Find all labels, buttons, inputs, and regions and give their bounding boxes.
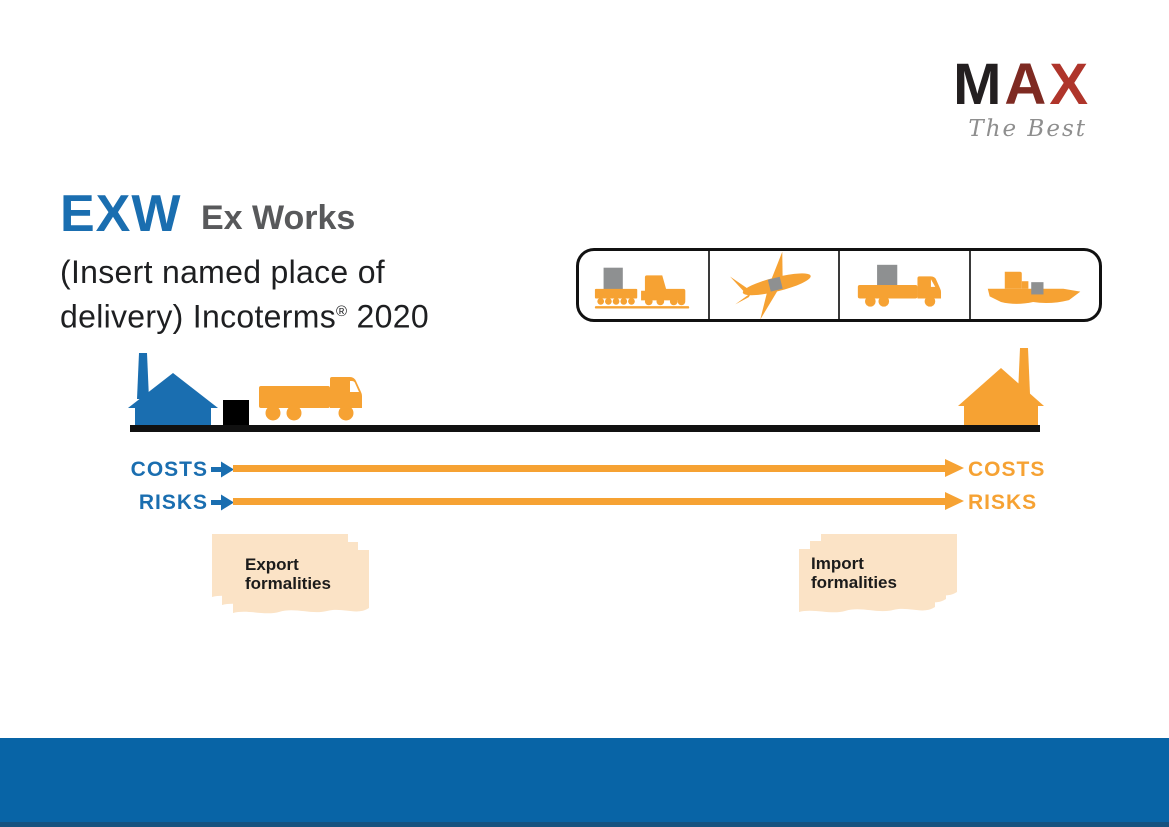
export-formalities-card: Export formalities (212, 534, 374, 624)
seller-factory-icon (128, 351, 218, 433)
subtitle-line1: (Insert named place of (60, 254, 385, 290)
train-icon (595, 267, 690, 309)
transport-modes-box (576, 248, 1102, 322)
costs-label-left: COSTS (130, 458, 208, 481)
import-formalities-card: Import formalities (799, 534, 961, 624)
mode-cell-rail (579, 251, 710, 319)
blue-arrow-icon (211, 461, 234, 478)
registered-trademark-symbol: ® (336, 303, 348, 320)
logo: MAX The Best (953, 56, 1091, 143)
delivery-truck-icon (257, 366, 379, 433)
risks-arrowhead-icon (945, 492, 964, 510)
mode-cell-sea (971, 251, 1100, 319)
paper-sheet-icon (799, 549, 935, 619)
logo-tagline: The Best (968, 116, 1087, 142)
cargo-box-icon (223, 400, 249, 427)
mode-cell-road (840, 251, 971, 319)
subtitle: (Insert named place of delivery) Incoter… (60, 252, 429, 337)
term-name: Ex Works (201, 199, 356, 237)
logo-letter-a: A (1004, 52, 1050, 117)
ship-icon (987, 271, 1081, 304)
logo-letter-x: X (1049, 52, 1091, 117)
costs-label-right: COSTS (968, 458, 1046, 481)
ground-line (130, 425, 1040, 432)
risks-label-right: RISKS (968, 491, 1038, 514)
subtitle-line2: delivery) Incoterms® 2020 (60, 298, 429, 335)
truck-icon (858, 264, 942, 307)
risks-label-left: RISKS (138, 491, 208, 514)
buyer-factory-icon (958, 348, 1044, 433)
costs-arrowhead-icon (945, 459, 964, 477)
footer-bar (0, 738, 1169, 827)
logo-wordmark: MAX (953, 56, 1091, 114)
costs-arrow-line (233, 465, 946, 472)
mode-cell-air (710, 251, 840, 319)
export-formalities-label: Export formalities (245, 555, 331, 593)
import-formalities-label: Import formalities (811, 554, 897, 592)
plane-icon (729, 251, 811, 319)
paper-sheet-icon (233, 550, 369, 620)
term-code: EXW (60, 185, 182, 243)
costs-row: COSTS COSTS (0, 458, 1169, 482)
logo-letter-m: M (953, 52, 1005, 117)
footer-accent-stripe (0, 822, 1169, 827)
risks-arrow-line (233, 498, 946, 505)
risks-row: RISKS RISKS (0, 491, 1169, 515)
blue-arrow-icon (211, 494, 234, 511)
